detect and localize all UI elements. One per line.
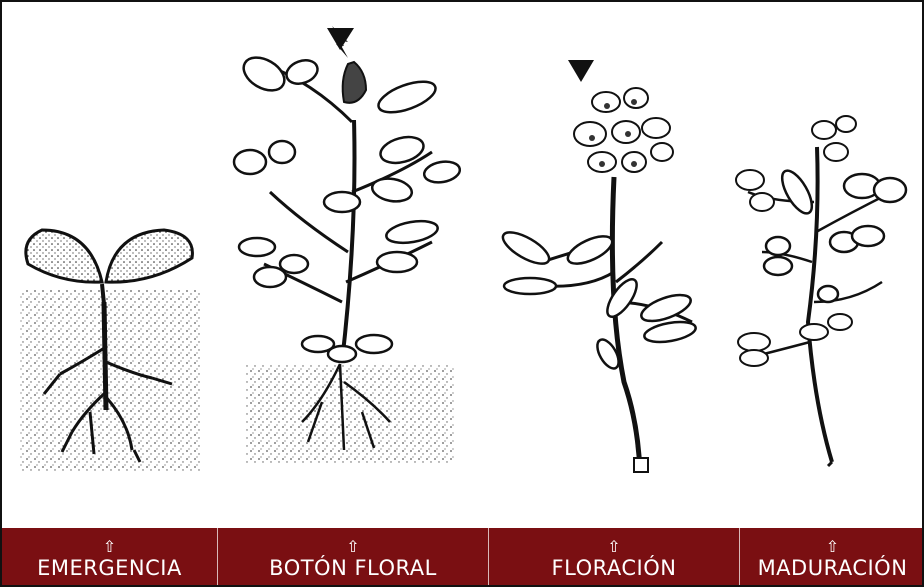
stage-emergencia: ⇧ EMERGENCIA — [2, 528, 217, 587]
up-arrow-icon: ⇧ — [607, 538, 620, 556]
flower-bud-plant — [234, 26, 461, 464]
up-arrow-icon: ⇧ — [103, 538, 116, 556]
stage-maduracion: ⇧ MADURACIÓN — [739, 528, 924, 587]
stage-label: EMERGENCIA — [37, 556, 182, 580]
stage-label-bar: ⇧ EMERGENCIA ⇧ BOTÓN FLORAL ⇧ FLORACIÓN … — [2, 528, 924, 587]
up-arrow-icon: ⇧ — [346, 538, 359, 556]
stage-floracion: ⇧ FLORACIÓN — [488, 528, 739, 587]
plant-growth-illustration — [2, 2, 924, 528]
flowering-plant — [498, 60, 697, 472]
up-arrow-icon: ⇧ — [826, 538, 839, 556]
mature-plant — [736, 116, 906, 466]
stage-label: BOTÓN FLORAL — [269, 556, 437, 580]
stage-label: FLORACIÓN — [552, 556, 677, 580]
stage-boton-floral: ⇧ BOTÓN FLORAL — [217, 528, 488, 587]
seedling-plant — [20, 230, 200, 472]
stage-label: MADURACIÓN — [758, 556, 908, 580]
